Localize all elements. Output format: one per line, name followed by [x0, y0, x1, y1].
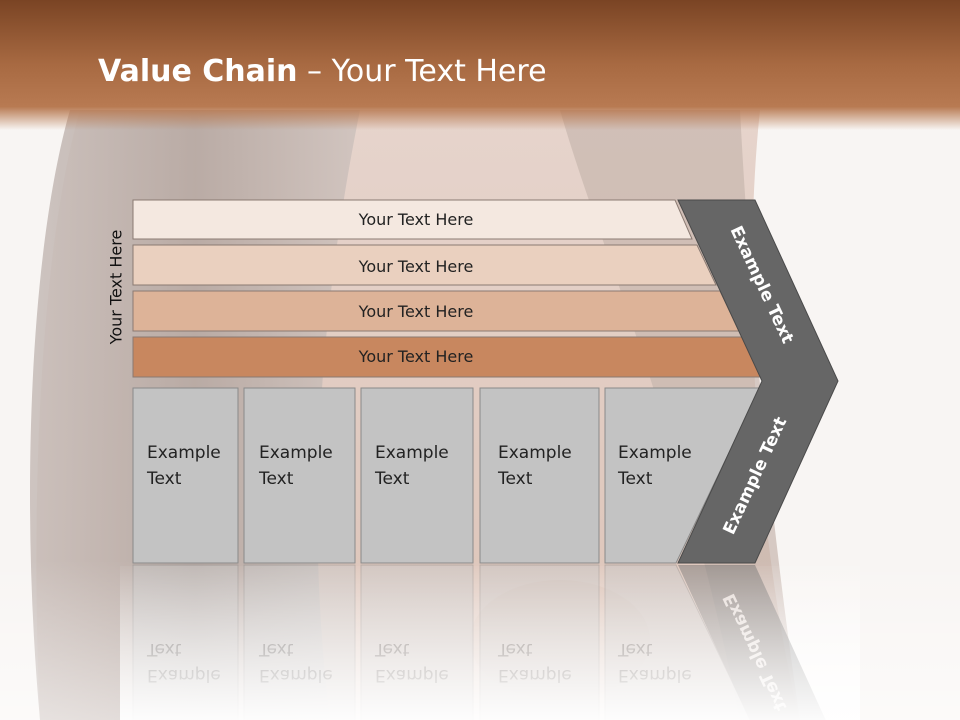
cell-line1-3: Example: [498, 443, 572, 463]
cell-shape-3: [479, 387, 600, 564]
cell-line1-2: Example: [375, 443, 449, 463]
cell-1: Example Text: [243, 387, 356, 564]
bar-2: Your Text Here: [132, 290, 740, 332]
cell-4: Example Text: [604, 387, 761, 564]
bar-label-1: Your Text Here: [358, 257, 474, 276]
bar-label-0: Your Text Here: [358, 210, 474, 229]
bar-label-3: Your Text Here: [358, 347, 474, 366]
cell-shape-1: [243, 387, 356, 564]
cell-line1-1: Example: [259, 443, 333, 463]
cell-line2-0: Text: [146, 469, 182, 489]
cell-line2-1: Text: [258, 469, 294, 489]
cell-line1-0: Example: [147, 443, 221, 463]
cell-3: Example Text: [479, 387, 600, 564]
bar-shape-0: [132, 199, 693, 240]
cell-0: Example Text: [132, 387, 239, 564]
cell-shape-0: [132, 387, 239, 564]
cell-shape-2: [360, 387, 474, 564]
bar-shape-1: [132, 244, 717, 286]
header-band: [0, 0, 960, 130]
bar-label-2: Your Text Here: [358, 302, 474, 321]
bar-3: Your Text Here: [132, 336, 764, 378]
slide-title: Value Chain – Your Text Here: [98, 54, 547, 89]
cell-line1-4: Example: [618, 443, 692, 463]
cell-line2-2: Text: [374, 469, 410, 489]
bar-1: Your Text Here: [132, 244, 717, 286]
title-bold: Value Chain: [98, 54, 298, 89]
reflection-fade: [120, 566, 860, 720]
title-rest: – Your Text Here: [297, 54, 547, 89]
cell-line2-4: Text: [617, 469, 653, 489]
bar-0: Your Text Here: [132, 199, 693, 240]
cell-line2-3: Text: [497, 469, 533, 489]
chevron-shape: [677, 199, 839, 564]
cell-2: Example Text: [360, 387, 474, 564]
cell-shape-4: [604, 387, 761, 564]
